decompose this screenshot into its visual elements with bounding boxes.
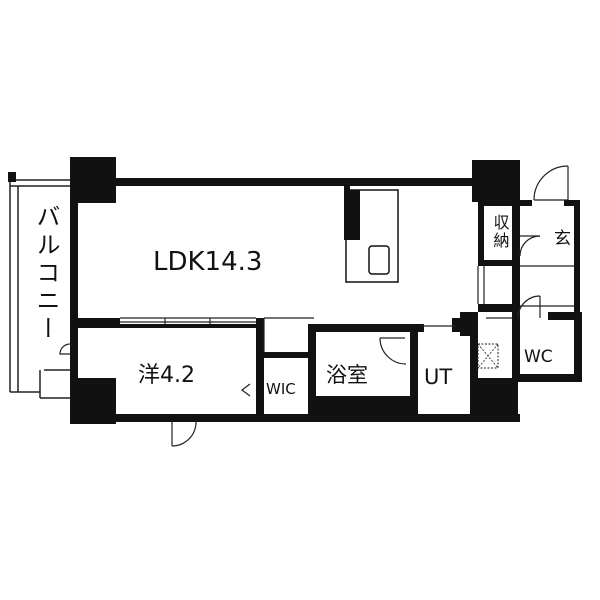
- partition-lines: [120, 265, 574, 352]
- western-room-label: 洋4.2: [138, 363, 195, 388]
- entrance-label: 玄: [554, 229, 571, 249]
- doors: [59, 165, 569, 447]
- balcony-label-text: バルコニー: [32, 204, 60, 344]
- exterior-walls: [70, 157, 582, 424]
- sink-icon: [368, 245, 390, 275]
- balcony-area: [9, 179, 70, 399]
- wc-label: WC: [524, 347, 553, 367]
- balcony-label: バルコニー: [32, 204, 60, 344]
- wic-label: WIC: [266, 380, 296, 398]
- ut-label: UT: [424, 365, 452, 389]
- bath-label: 浴室: [326, 363, 368, 387]
- kitchen-counter: [344, 186, 399, 283]
- storage-label: 収納: [491, 214, 510, 250]
- washer-pan-icon: [477, 343, 499, 369]
- ldk-label: LDK14.3: [153, 247, 262, 277]
- storage-label-text: 収納: [491, 214, 510, 250]
- interior-walls: [78, 206, 520, 414]
- balcony-post: [8, 172, 16, 182]
